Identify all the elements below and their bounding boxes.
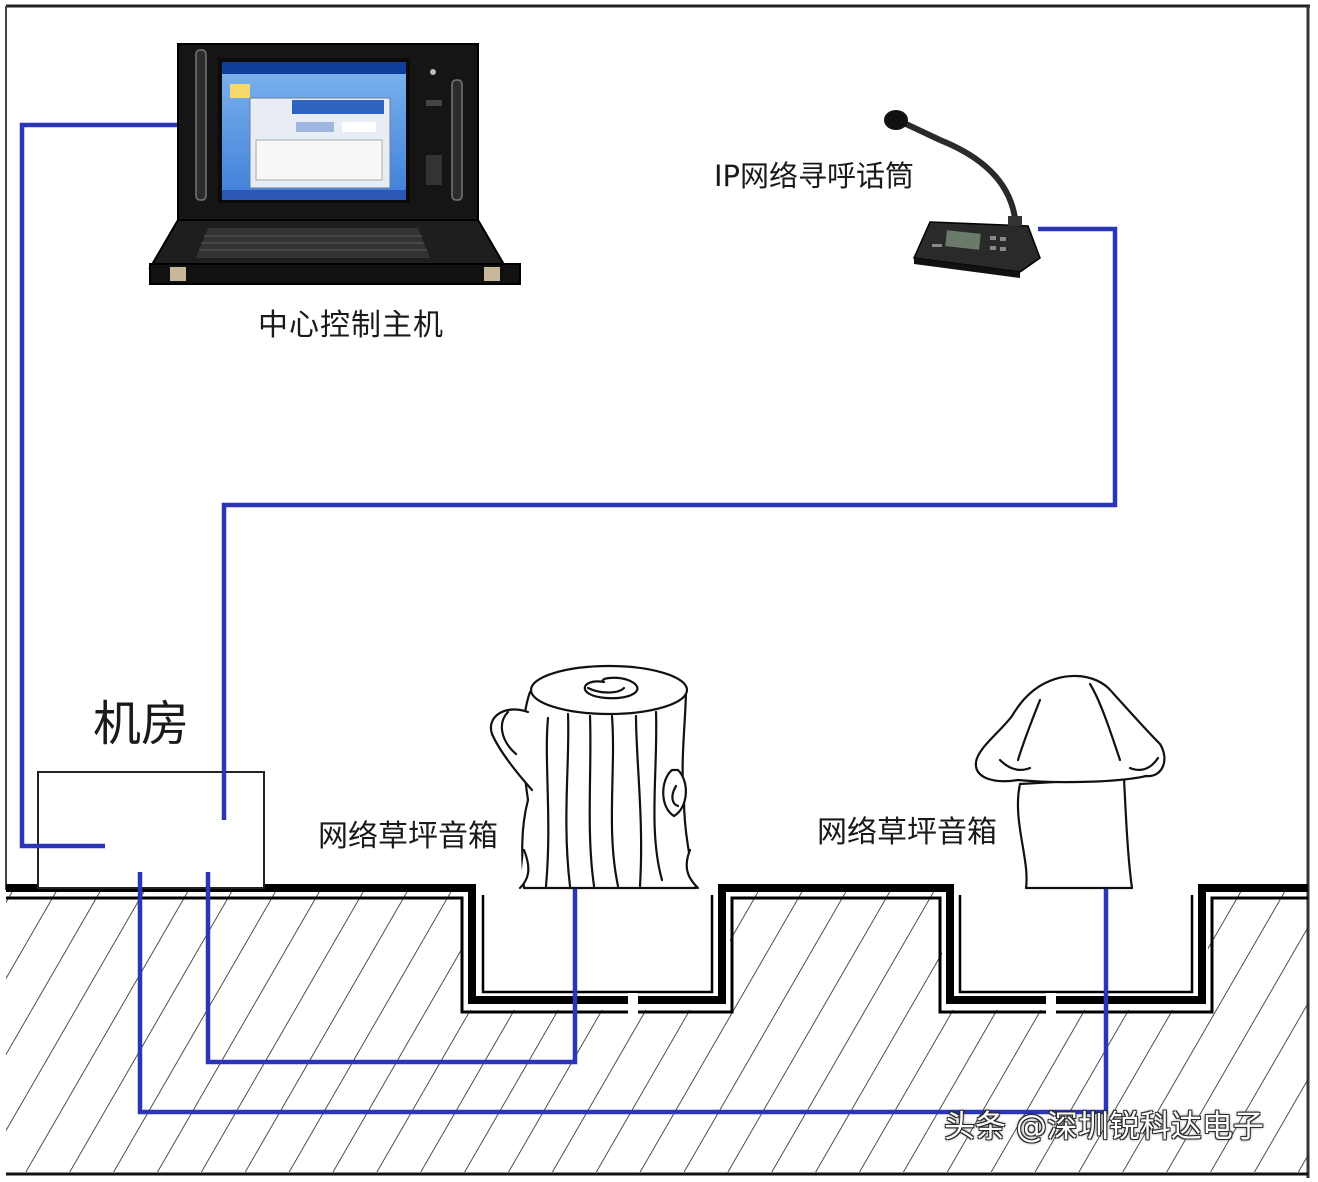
ground-surface [6,884,1308,1014]
watermark: 头条 @深圳锐科达电子 [944,1109,1264,1145]
tree-stump-lawn-speaker-icon [489,664,700,890]
cable-mic-to-room [221,226,1118,820]
machine-room-box [37,771,265,889]
machine-room-label: 机房 [93,696,190,752]
network-cables [19,122,1118,1115]
cable-host-to-room [19,122,180,849]
rack-console-computer-icon [148,43,521,285]
cable-room-to-speaker-1 [205,872,578,1065]
mic-label: IP网络寻呼话筒 [714,159,915,193]
mushroom-lawn-speaker-icon [974,674,1166,890]
gooseneck-paging-microphone-icon [884,110,1041,278]
speaker-2-label: 网络草坪音箱 [817,815,997,850]
ground-soil [6,892,1308,1176]
host-label: 中心控制主机 [258,308,444,343]
cable-gaps [628,993,1056,1015]
speaker-1-label: 网络草坪音箱 [318,819,498,854]
cable-room-to-speaker-2 [137,872,1109,1115]
